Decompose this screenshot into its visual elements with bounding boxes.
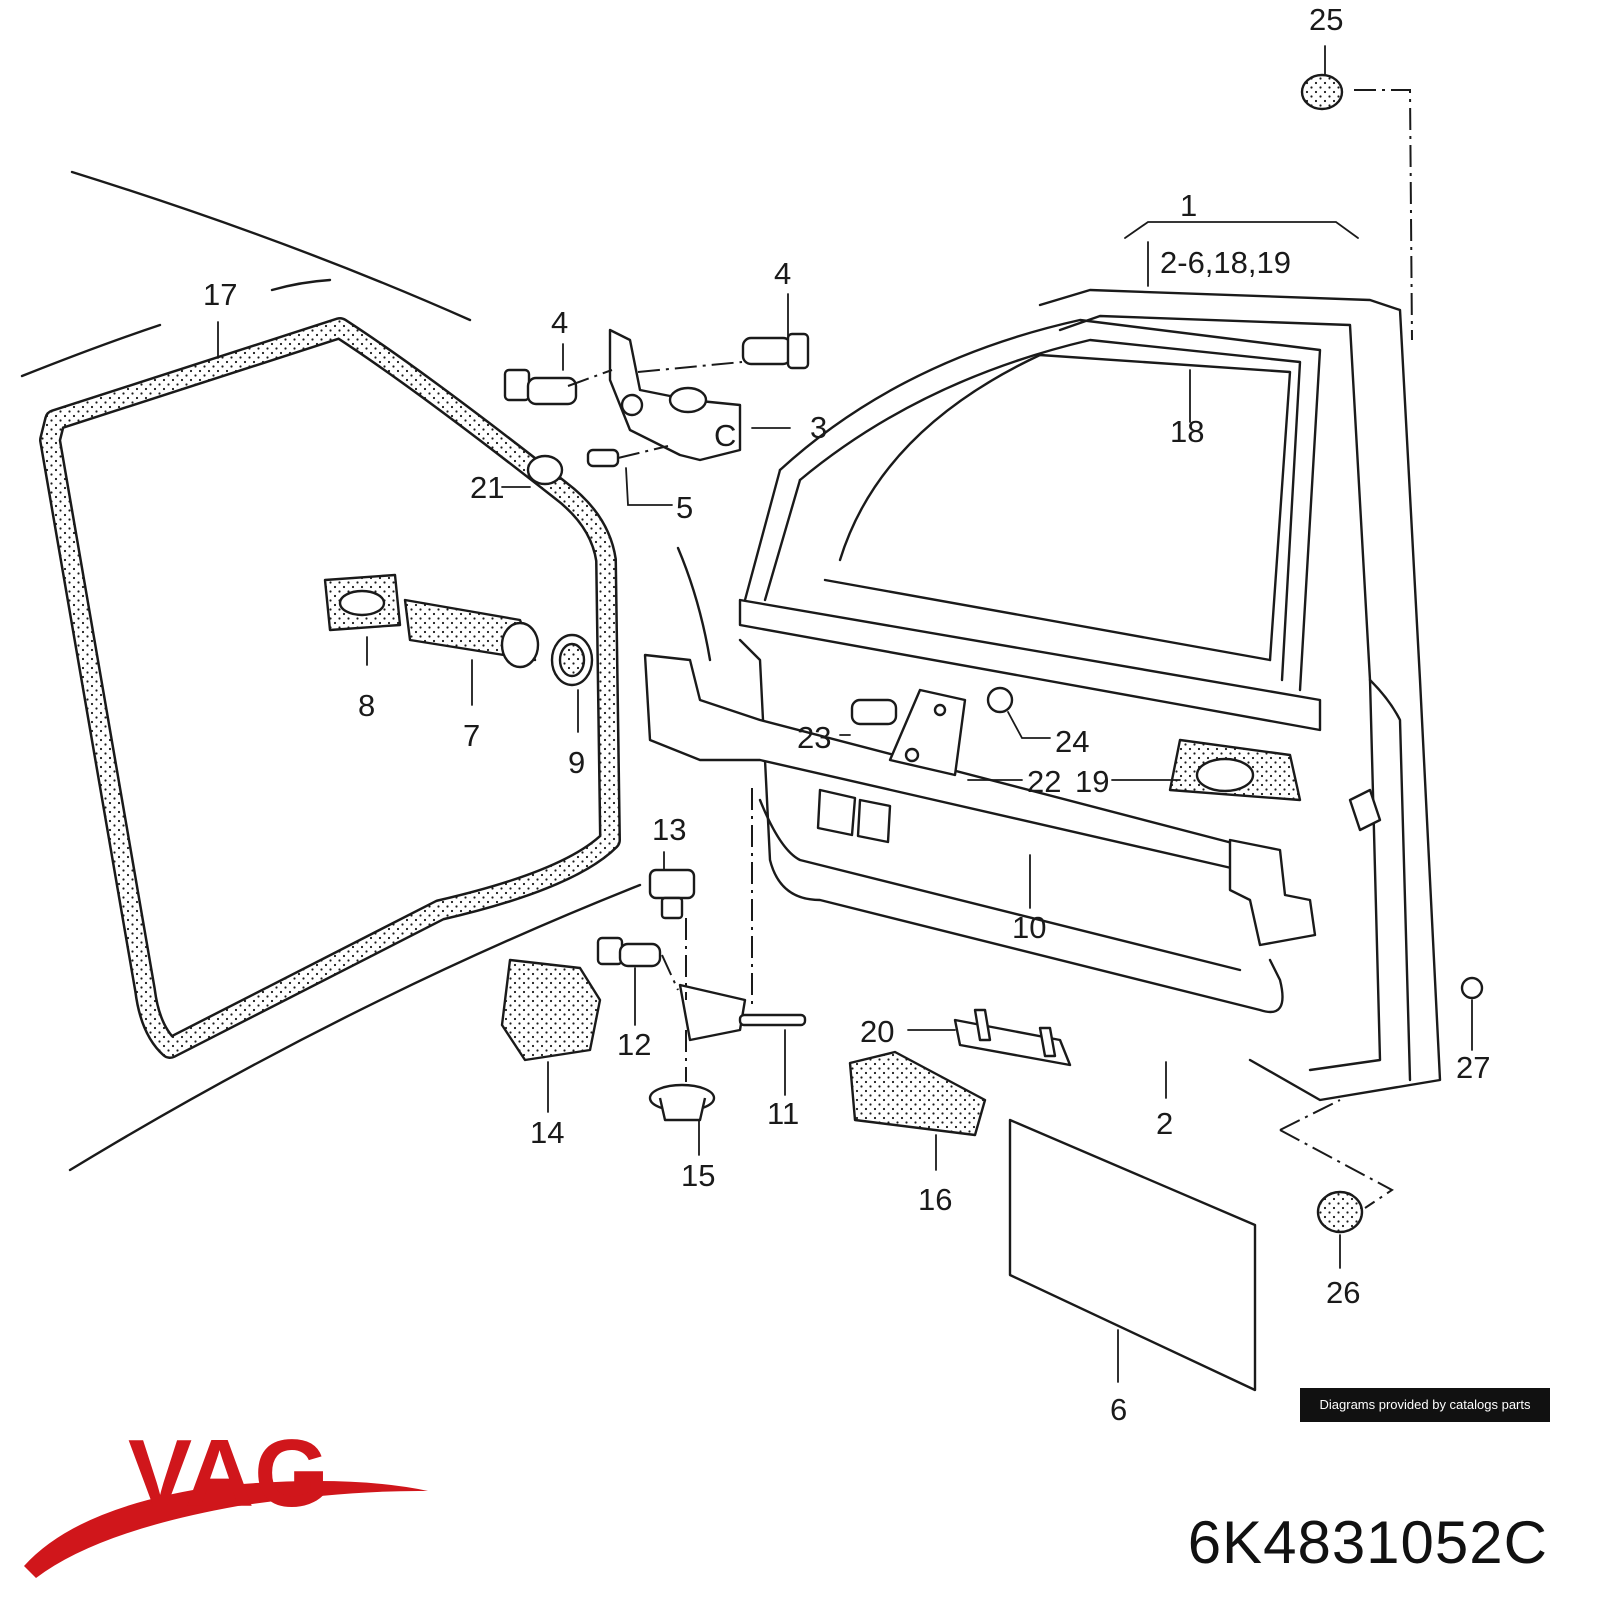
bolt-4a bbox=[503, 368, 578, 406]
hinge-upper: C bbox=[608, 328, 742, 462]
callout-23: 23 bbox=[797, 720, 831, 755]
callout-18: 18 bbox=[1170, 414, 1204, 449]
cap-26 bbox=[1316, 1190, 1364, 1234]
callout-15: 15 bbox=[681, 1158, 715, 1193]
callout-11: 11 bbox=[767, 1096, 799, 1131]
bolt-12 bbox=[596, 936, 662, 968]
callout-5: 5 bbox=[676, 490, 693, 525]
callout-14: 14 bbox=[530, 1115, 564, 1150]
callout-7: 7 bbox=[463, 718, 480, 753]
block-14 bbox=[500, 958, 602, 1062]
part-number: 6K4831052C bbox=[1187, 1509, 1548, 1576]
plug-21 bbox=[526, 454, 564, 486]
bracket-22 bbox=[888, 688, 967, 777]
logo-text: VAG bbox=[128, 1420, 329, 1527]
callout-3: 3 bbox=[810, 410, 827, 445]
callout-1-sub: 2-6,18,19 bbox=[1160, 245, 1291, 280]
callout-8: 8 bbox=[358, 688, 375, 723]
callout-12: 12 bbox=[617, 1027, 651, 1062]
assembly-lines bbox=[567, 89, 1413, 1209]
door-seal bbox=[39, 317, 621, 1059]
logo-swoosh bbox=[24, 1481, 428, 1578]
callout-24: 24 bbox=[1055, 724, 1089, 759]
body-contour bbox=[20, 170, 712, 1172]
clip-24 bbox=[986, 686, 1014, 714]
vag-logo: VAG bbox=[24, 1420, 428, 1578]
bolt-23 bbox=[850, 698, 898, 726]
pad-20 bbox=[953, 1008, 1072, 1067]
cap-15 bbox=[648, 1083, 716, 1122]
callout-22: 22 bbox=[1027, 764, 1061, 799]
callout-2: 2 bbox=[1156, 1106, 1173, 1141]
credit-banner: Diagrams provided by catalogs parts bbox=[1300, 1388, 1550, 1422]
screw-5 bbox=[586, 448, 620, 468]
callout-13: 13 bbox=[652, 812, 686, 847]
callout-26: 26 bbox=[1326, 1275, 1360, 1310]
leader-lines bbox=[217, 45, 1473, 1383]
callout-9: 9 bbox=[568, 745, 585, 780]
bolt-4b bbox=[741, 332, 810, 370]
clip-27 bbox=[1460, 976, 1484, 1000]
callout-20: 20 bbox=[860, 1014, 894, 1049]
grommet-7 bbox=[403, 598, 540, 669]
callout-27: 27 bbox=[1456, 1050, 1490, 1085]
grommet-9 bbox=[550, 633, 594, 687]
callout-1: 1 bbox=[1180, 188, 1197, 223]
door-check-11 bbox=[678, 983, 807, 1042]
bumper-13 bbox=[648, 868, 696, 920]
callout-4b: 4 bbox=[774, 256, 791, 291]
callout-labels: 1 2-6,18,19 2 3 4 4 5 6 7 8 9 10 11 12 1… bbox=[203, 2, 1490, 1427]
callout-21: 21 bbox=[470, 470, 504, 505]
reinforcement-bar bbox=[643, 653, 1317, 947]
callout-4a: 4 bbox=[551, 305, 568, 340]
cap-25 bbox=[1300, 73, 1344, 111]
hinge-letter: C bbox=[714, 418, 736, 453]
wedge-16 bbox=[848, 1050, 987, 1137]
sheet-6 bbox=[1008, 1118, 1257, 1392]
callout-10: 10 bbox=[1012, 910, 1046, 945]
door-handle-19 bbox=[1168, 738, 1302, 802]
callout-19: 19 bbox=[1075, 764, 1109, 799]
callout-6: 6 bbox=[1110, 1392, 1127, 1427]
door-shell bbox=[738, 288, 1442, 1102]
callout-17: 17 bbox=[203, 277, 237, 312]
callout-16: 16 bbox=[918, 1182, 952, 1217]
callout-25: 25 bbox=[1309, 2, 1343, 37]
grommet-8 bbox=[323, 573, 402, 632]
